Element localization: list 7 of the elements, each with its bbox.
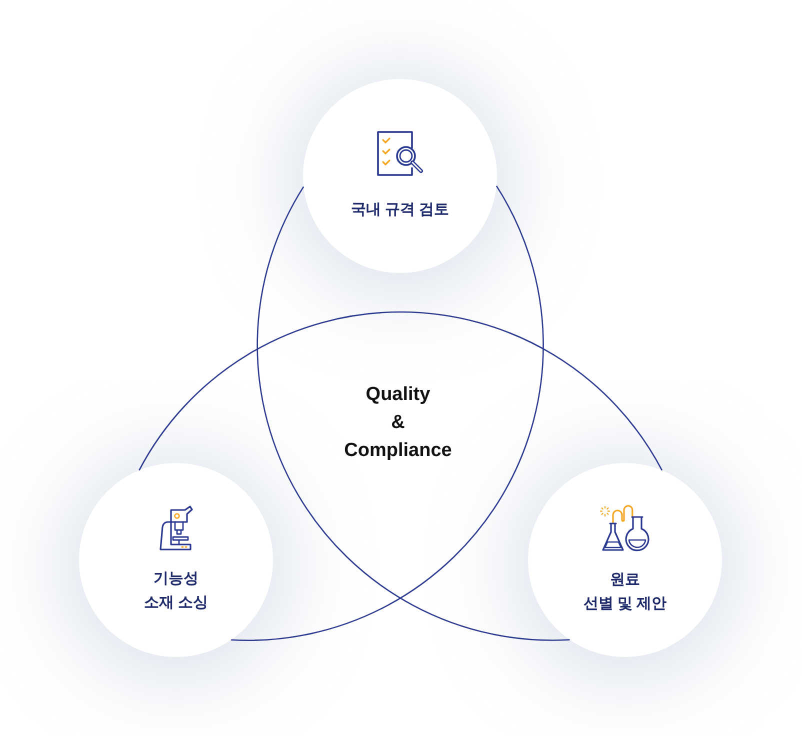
connector-arc <box>231 186 544 641</box>
node-label: 원료 선별 및 제안 <box>583 570 667 614</box>
center-label: Quality & Compliance <box>344 383 452 463</box>
node-label: 국내 규격 검토 <box>350 200 450 220</box>
connector-arc <box>257 186 570 640</box>
node-label: 기능성 소재 소싱 <box>144 569 208 613</box>
connector-arc <box>138 312 663 471</box>
